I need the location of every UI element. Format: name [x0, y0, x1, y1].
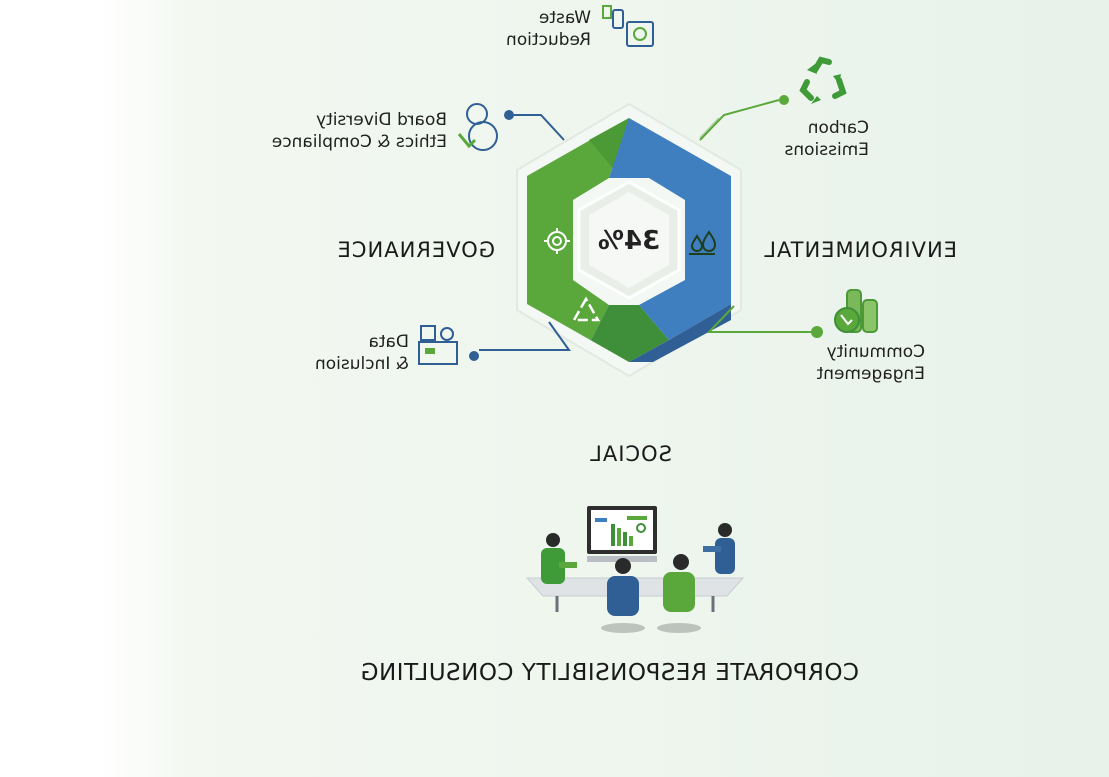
waste-label-line1: Waste [538, 8, 591, 28]
social-segment [527, 304, 669, 362]
water-drop-icon [689, 230, 717, 255]
gear-coin-icon [544, 228, 570, 254]
environmental-segment [527, 118, 629, 340]
data-label-line2: & Inclusion [314, 354, 409, 374]
bottles-icon [834, 289, 878, 333]
footer-title: CORPORATE RESPONSIBLITY CONSULTING [360, 660, 859, 686]
laptop-bottle-icon [602, 5, 654, 47]
people-check-icon [457, 103, 498, 151]
carbon-label-line1: Carbon [807, 118, 869, 138]
governance-segment [609, 118, 731, 340]
board-label-line1: Board Diversity [316, 110, 447, 130]
social-heading: SOCIAL [589, 442, 672, 466]
dashboard-icon [418, 325, 458, 365]
carbon-label-line2: Emissions [784, 140, 870, 160]
board-label-line2: Ethics & Compliance [271, 132, 447, 152]
environmental-heading: ENVIRONMENTAL [763, 238, 957, 262]
esg-hexagon-diagram [516, 102, 742, 378]
governance-heading: GOVERNANCE [336, 238, 495, 262]
community-label-line2: Engagement [816, 364, 925, 384]
community-label-line1: Community [826, 342, 925, 362]
data-label-line1: Data [368, 332, 409, 352]
team-meeting-illustration [525, 506, 745, 633]
recycle-icon [799, 56, 847, 104]
recycle-arrows-icon [571, 296, 601, 322]
waste-label-line2: Reduction [506, 30, 591, 50]
